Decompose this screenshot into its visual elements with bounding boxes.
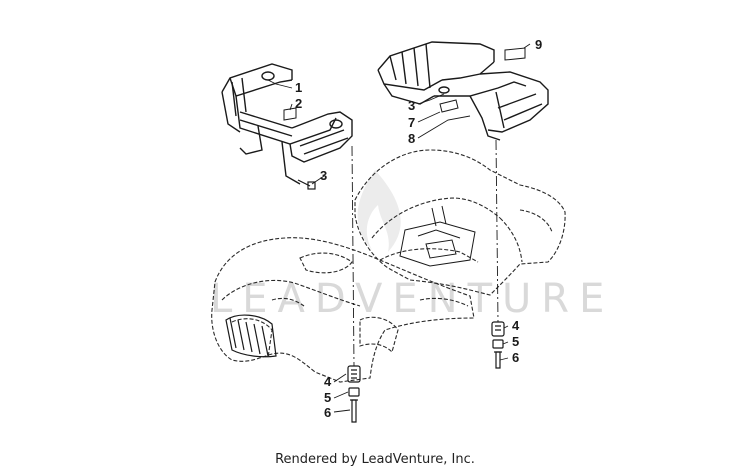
front-mount-hardware (347, 365, 361, 423)
watermark-text: LEADVENTURE (210, 276, 614, 322)
callout-3-rear: 3 (408, 98, 415, 113)
alignment-lines (351, 139, 499, 367)
rear-rack-plates (439, 47, 526, 113)
leader-lines (267, 43, 531, 413)
callout-6-rear: 6 (512, 350, 519, 365)
callouts: 1 2 3 9 3 7 8 4 5 6 4 5 6 (295, 37, 542, 420)
callout-5-rear: 5 (512, 334, 519, 349)
callout-9: 9 (535, 37, 542, 52)
callout-4-front: 4 (324, 374, 332, 389)
callout-4-rear: 4 (512, 318, 520, 333)
front-rack-plate (283, 107, 297, 121)
callout-3-front: 3 (320, 168, 327, 183)
rear-rack (377, 41, 549, 141)
callout-8: 8 (408, 131, 415, 146)
callout-1: 1 (295, 80, 302, 95)
footer-credit: Rendered by LeadVenture, Inc. (275, 452, 475, 467)
callout-7: 7 (408, 115, 415, 130)
rear-body (354, 149, 566, 296)
callout-5-front: 5 (324, 390, 331, 405)
storage-area (399, 205, 476, 267)
front-rack-bolt (297, 179, 316, 190)
watermark: LEADVENTURE (210, 170, 614, 322)
callout-6-front: 6 (324, 405, 331, 420)
front-grille (225, 314, 277, 358)
callout-2: 2 (295, 96, 302, 111)
front-rack (221, 63, 353, 185)
front-body (211, 237, 475, 383)
rear-mount-hardware (491, 321, 505, 369)
